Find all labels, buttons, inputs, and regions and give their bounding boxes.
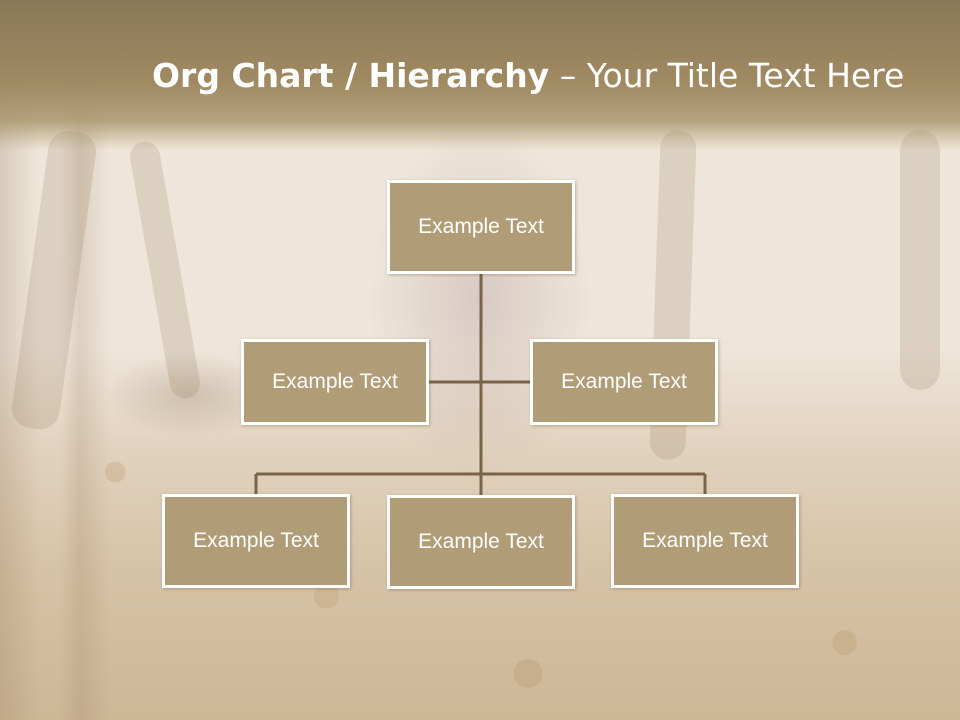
org-node-top[interactable]: Example Text <box>387 180 575 274</box>
org-node-assistant-left[interactable]: Example Text <box>241 339 429 425</box>
org-node-sub-3[interactable]: Example Text <box>611 494 799 588</box>
title-bold: Org Chart / Hierarchy <box>152 56 550 95</box>
header-band <box>0 0 960 150</box>
slide-title[interactable]: Org Chart / Hierarchy – Your Title Text … <box>152 52 932 102</box>
title-rest: Your Title Text Here <box>586 56 905 95</box>
title-dash: – <box>549 56 587 95</box>
tree-trunk <box>900 130 940 390</box>
org-node-sub-2[interactable]: Example Text <box>387 495 575 589</box>
org-node-sub-1[interactable]: Example Text <box>162 494 350 588</box>
org-node-assistant-right[interactable]: Example Text <box>530 339 718 425</box>
